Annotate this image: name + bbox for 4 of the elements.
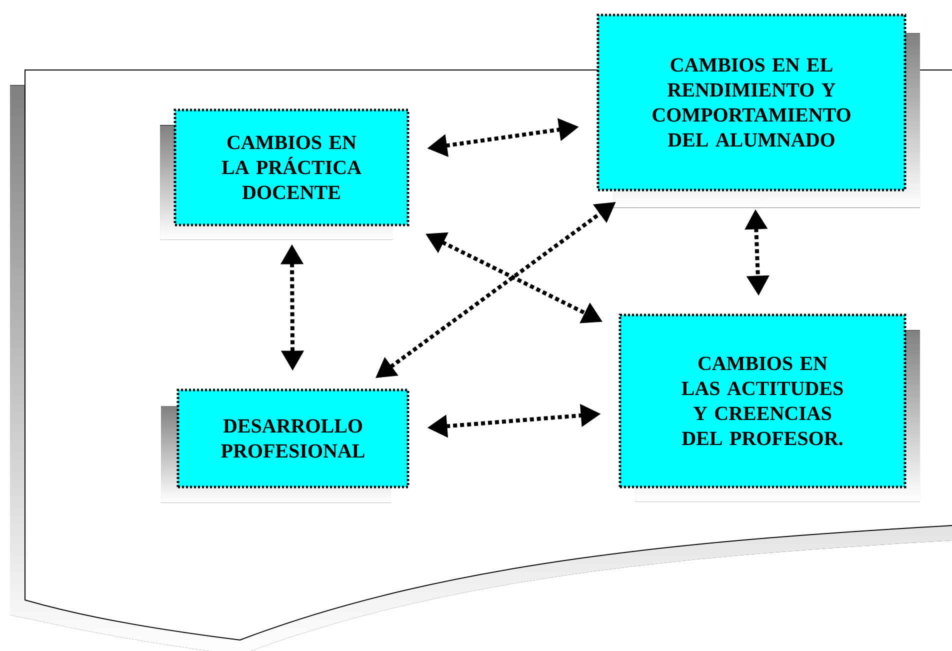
text-box: CAMBIOS EN LA PRÁCTICA DOCENTE	[160, 108, 410, 240]
text-box: CAMBIOS EN EL RENDIMIENTO Y COMPORTAMIENTO DEL ALUMNADO	[596, 14, 920, 208]
text-box: DESARROLLO PROFESIONAL	[161, 388, 410, 503]
text-box: CAMBIOS EN LAS ACTITUDES Y CREENCIAS DEL PROFESOR.	[618, 314, 920, 502]
